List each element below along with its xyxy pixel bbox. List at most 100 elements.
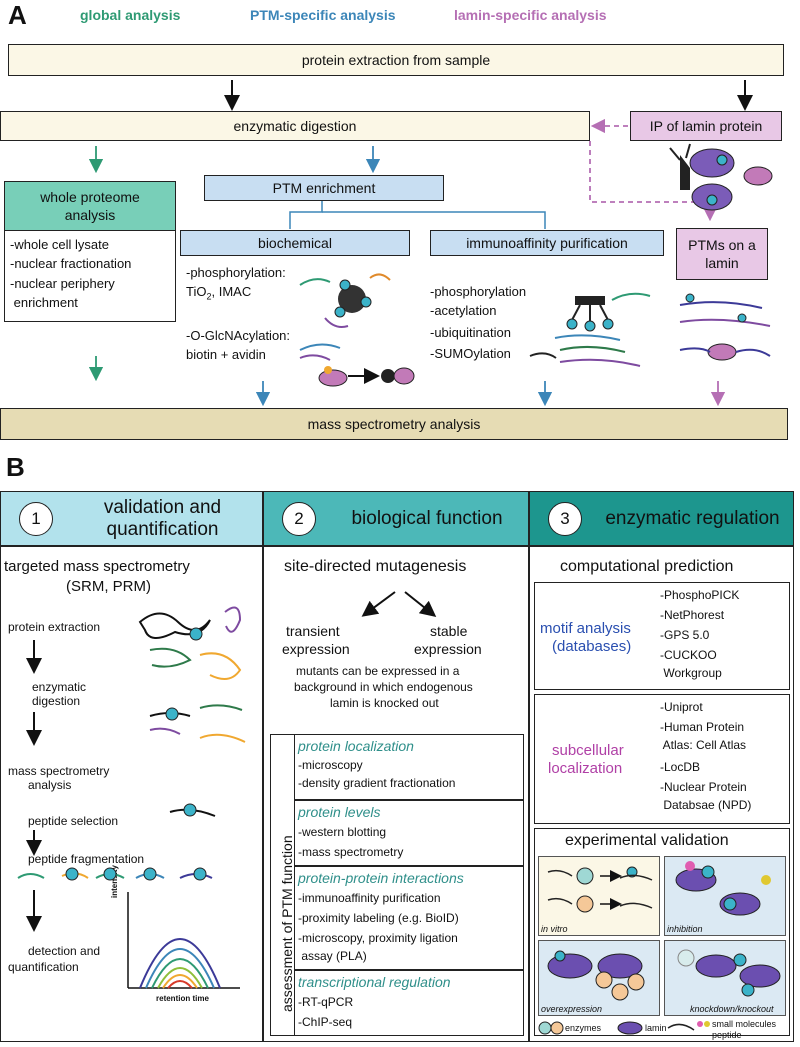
- lamin-ptm-illustration: [679, 293, 771, 361]
- whole-item: -nuclear fractionation: [10, 256, 132, 271]
- subcellular-item: -Uniprot: [660, 700, 703, 714]
- col2-number: 2: [282, 501, 316, 536]
- extraction-box: protein extraction from sample: [8, 44, 784, 76]
- mutant-note: background in which endogenous: [294, 680, 473, 694]
- computational-title: computational prediction: [560, 558, 734, 575]
- transient-label: transient: [286, 623, 340, 639]
- col1-number: 1: [19, 501, 53, 536]
- subcellular-item: -Nuclear Protein: [660, 780, 747, 794]
- motif-item: -PhosphoPICK: [660, 588, 740, 602]
- panel-a-arrows: [88, 80, 773, 407]
- immuno-bead-illustration: [529, 292, 651, 367]
- col3-header: 3 enzymatic regulation: [529, 491, 794, 546]
- subcellular-item: Databsae (NPD): [660, 798, 752, 812]
- section-title: transcriptional regulation: [298, 974, 451, 990]
- transient-label-2: expression: [282, 641, 350, 657]
- step-label: mass spectrometry: [8, 764, 110, 778]
- subcellular-item: Atlas: Cell Atlas: [660, 738, 747, 752]
- col1-subtitle: targeted mass spectrometry: [4, 558, 190, 575]
- legend-lamin: lamin-specific analysis: [454, 7, 607, 23]
- col1-body: [0, 546, 263, 1042]
- step-label: peptide selection: [28, 814, 119, 828]
- section-item: -proximity labeling (e.g. BioID): [298, 911, 459, 925]
- legend-ptm: PTM-specific analysis: [250, 7, 396, 23]
- legend-global: global analysis: [80, 7, 181, 23]
- col2-header: 2 biological function: [263, 491, 529, 546]
- subcellular-item: -Human Protein: [660, 720, 745, 734]
- immuno-item: -phosphorylation: [430, 284, 527, 299]
- col1-title: validation and quantification: [103, 496, 222, 540]
- ev-inhibition: [664, 856, 786, 936]
- col3-title: enzymatic regulation: [605, 507, 780, 529]
- ev-label: overexpression: [541, 1004, 603, 1014]
- col1-subtitle-2: (SRM, PRM): [66, 578, 151, 595]
- step-label: peptide fragmentation: [28, 852, 145, 866]
- section-item: -ChIP-seq: [298, 1015, 353, 1029]
- motif-title-2: (databases): [552, 638, 632, 655]
- experimental-title: experimental validation: [565, 832, 729, 849]
- col3-body: [529, 546, 794, 1042]
- ptm-enrichment-box: PTM enrichment: [204, 175, 444, 201]
- mutant-note: mutants can be expressed in a: [296, 664, 460, 678]
- subcellular-item: -LocDB: [660, 760, 701, 774]
- whole-item: enrichment: [10, 295, 78, 310]
- whole-proteome-list: [4, 230, 176, 322]
- ptms-on-lamin-box: PTMs on a lamin: [676, 228, 768, 280]
- immuno-item: -acetylation: [430, 303, 497, 318]
- legend-peptide: peptide: [712, 1030, 742, 1040]
- motif-box: [534, 582, 790, 690]
- section-box: [294, 866, 524, 970]
- mass-spec-box: mass spectrometry analysis: [0, 408, 788, 440]
- ip-lamin-box: IP of lamin protein: [630, 111, 782, 141]
- biochemical-box: biochemical: [180, 230, 410, 256]
- section-item: -RT-qPCR: [298, 995, 354, 1009]
- phos-text: -phosphorylation:: [186, 265, 286, 280]
- immunoaffinity-box: immunoaffinity purification: [430, 230, 664, 256]
- section-item: -western blotting: [298, 825, 387, 839]
- step-label: analysis: [28, 778, 72, 792]
- whole-proteome-box: whole proteome analysis: [4, 181, 176, 231]
- immuno-item: -SUMOylation: [430, 346, 511, 361]
- section-item: -immunoaffinity purification: [298, 891, 441, 905]
- step-label: detection and: [28, 944, 101, 958]
- section-title: protein-protein interactions: [298, 870, 464, 886]
- step-label: protein extraction: [8, 620, 101, 634]
- motif-title: motif analysis: [540, 620, 631, 637]
- biotin-text: biotin + avidin: [186, 347, 266, 362]
- col2-title: biological function: [351, 507, 503, 529]
- motif-item: -NetPhorest: [660, 608, 725, 622]
- col2-subtitle: site-directed mutagenesis: [284, 558, 467, 575]
- whole-item: -nuclear periphery: [10, 276, 115, 291]
- col3-number: 3: [548, 501, 582, 536]
- col2-body: [263, 546, 529, 1042]
- section-title: protein levels: [298, 804, 381, 820]
- subcellular-box: [534, 694, 790, 824]
- panel-b-letter: B: [6, 452, 25, 482]
- section-box: [294, 800, 524, 866]
- subcellular-title: subcellular: [552, 742, 624, 759]
- ev-in-vitro: [538, 856, 660, 936]
- glcnac-illustration: [299, 343, 415, 387]
- digestion-box: enzymatic digestion: [0, 111, 590, 141]
- stable-label-2: expression: [414, 641, 482, 657]
- glcnac-text: -O-GlcNAcylation:: [186, 328, 291, 343]
- tio2-text: TiO2, IMAC: [186, 284, 252, 302]
- section-title: protein localization: [298, 738, 414, 754]
- mutant-note: lamin is knocked out: [330, 696, 439, 710]
- section-item: assay (PLA): [298, 949, 367, 963]
- immuno-item: -ubiquitination: [430, 325, 511, 340]
- step-label: quantification: [8, 960, 79, 974]
- section-box: [294, 734, 524, 800]
- chart-x-label: retention time: [156, 994, 209, 1003]
- ev-label: in vitro: [541, 924, 568, 934]
- stable-label: stable: [430, 623, 468, 639]
- motif-item: -GPS 5.0: [660, 628, 710, 642]
- antibody-lamin-illustration: [669, 143, 773, 211]
- section-item: -mass spectrometry: [298, 845, 404, 859]
- motif-item: Workgroup: [660, 666, 722, 680]
- panel-a-letter: A: [8, 0, 27, 30]
- section-item: -microscopy, proximity ligation: [298, 931, 458, 945]
